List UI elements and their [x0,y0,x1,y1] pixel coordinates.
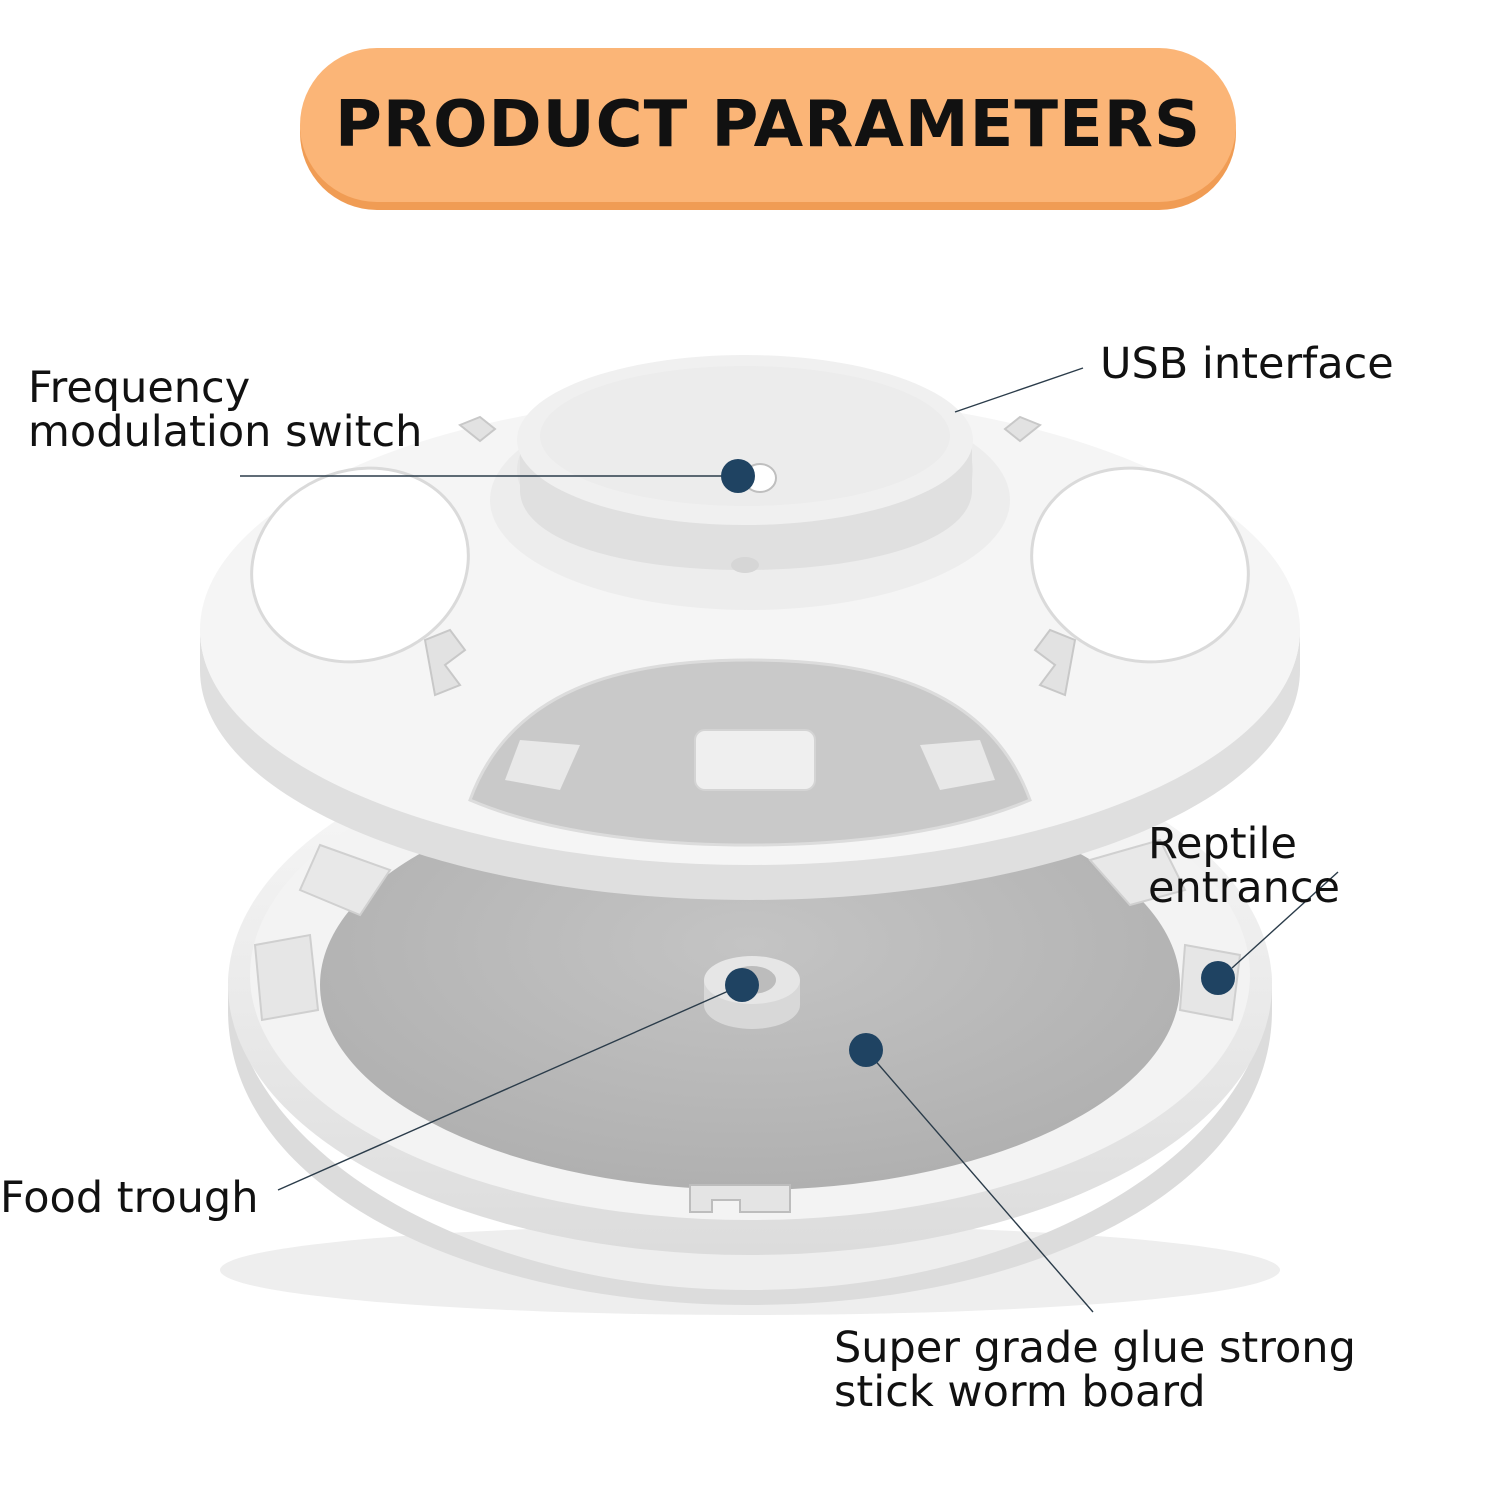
food-trough-marker [725,968,759,1002]
reptile-entrance-label: Reptile entrance [1148,819,1340,913]
callout-lines [240,367,1339,1313]
frequency-switch-label: Frequency modulation switch [28,363,423,457]
glue-board-leader [865,1049,1094,1313]
title-banner: PRODUCT PARAMETERS [300,48,1236,202]
usb-interface-leader [954,367,1084,413]
glue-board-marker [849,1033,883,1067]
usb-interface-label: USB interface [1100,339,1394,389]
glue-board-label: Super grade glue strong stick worm board [834,1323,1356,1417]
page-title: PRODUCT PARAMETERS [334,88,1202,162]
food-trough-leader [277,984,743,1191]
reptile-entrance-marker [1201,961,1235,995]
food-trough-label: Food trough [0,1173,259,1223]
callout-dots [721,459,1235,1067]
reptile-entrance-leader [1231,871,1339,969]
top-lid [200,355,1300,900]
frequency-switch-marker [721,459,755,493]
